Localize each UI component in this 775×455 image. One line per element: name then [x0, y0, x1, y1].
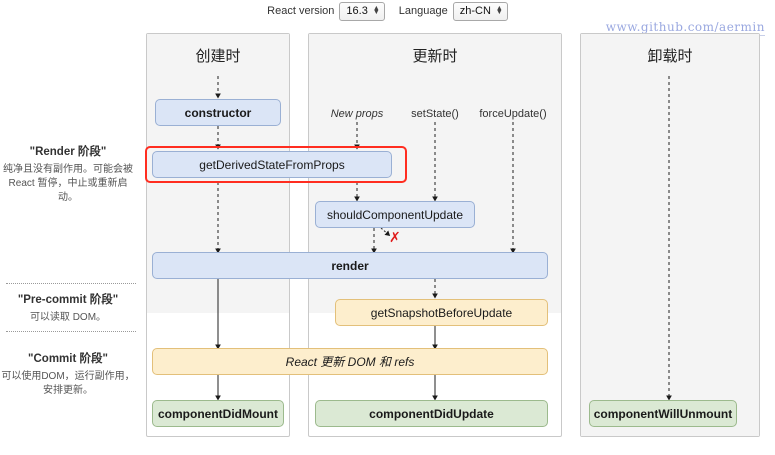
node-get-derived-state-from-props[interactable]: getDerivedStateFromProps	[152, 151, 392, 178]
phase-pre-commit: "Pre-commit 阶段" 可以读取 DOM。	[0, 291, 136, 325]
node-component-did-mount[interactable]: componentDidMount	[152, 400, 284, 427]
phase-title: "Commit 阶段"	[28, 353, 108, 365]
highlight-box-get-derived-state	[145, 146, 407, 183]
controls-bar: React version 16.3 ▲▼ Language zh-CN ▲▼	[0, 0, 775, 22]
stepper-icon[interactable]: ▲▼	[372, 5, 380, 16]
trigger-force-update: forceUpdate()	[479, 108, 547, 120]
phase-title: "Pre-commit 阶段"	[17, 294, 119, 306]
react-version-control: React version 16.3 ▲▼	[267, 1, 385, 21]
phase-desc: 可以使用DOM，运行副作用，安排更新。	[1, 371, 135, 396]
node-should-component-update[interactable]: shouldComponentUpdate	[315, 201, 475, 228]
phase-render: "Render 阶段" 纯净且没有副作用。可能会被 React 暂停，中止或重新…	[0, 143, 136, 205]
render-phase-band-unmounting	[581, 34, 759, 436]
language-control: Language zh-CN ▲▼	[398, 1, 508, 21]
node-get-snapshot-before-update[interactable]: getSnapshotBeforeUpdate	[335, 299, 548, 326]
trigger-new-props: New props	[330, 108, 384, 120]
language-label: Language	[398, 5, 448, 17]
react-version-label: React version	[267, 5, 335, 17]
phase-divider	[6, 331, 136, 332]
skip-render-x-icon: ✗	[389, 230, 401, 246]
phase-title: "Render 阶段"	[29, 146, 107, 158]
phase-divider	[6, 283, 136, 284]
phase-desc: 纯净且没有副作用。可能会被 React 暂停，中止或重新启动。	[3, 164, 133, 203]
column-title-updating: 更新时	[412, 47, 458, 65]
node-component-did-update[interactable]: componentDidUpdate	[315, 400, 548, 427]
phase-desc: 可以读取 DOM。	[29, 312, 107, 323]
phase-commit: "Commit 阶段" 可以使用DOM，运行副作用，安排更新。	[0, 350, 136, 398]
node-render[interactable]: render	[152, 252, 548, 279]
column-title-mounting: 创建时	[195, 47, 241, 65]
phase-sidebar: "Render 阶段" 纯净且没有副作用。可能会被 React 暂停，中止或重新…	[0, 30, 140, 445]
column-title-unmounting: 卸载时	[647, 47, 693, 65]
language-select[interactable]: zh-CN ▲▼	[452, 1, 508, 21]
react-version-value: 16.3	[346, 5, 368, 17]
node-constructor[interactable]: constructor	[155, 99, 281, 126]
node-component-will-unmount[interactable]: componentWillUnmount	[589, 400, 737, 427]
node-react-updates-dom[interactable]: React 更新 DOM 和 refs	[152, 348, 548, 375]
stepper-icon[interactable]: ▲▼	[495, 5, 503, 16]
trigger-set-state: setState()	[411, 108, 459, 120]
language-value: zh-CN	[459, 5, 491, 17]
react-version-select[interactable]: 16.3 ▲▼	[339, 1, 385, 21]
